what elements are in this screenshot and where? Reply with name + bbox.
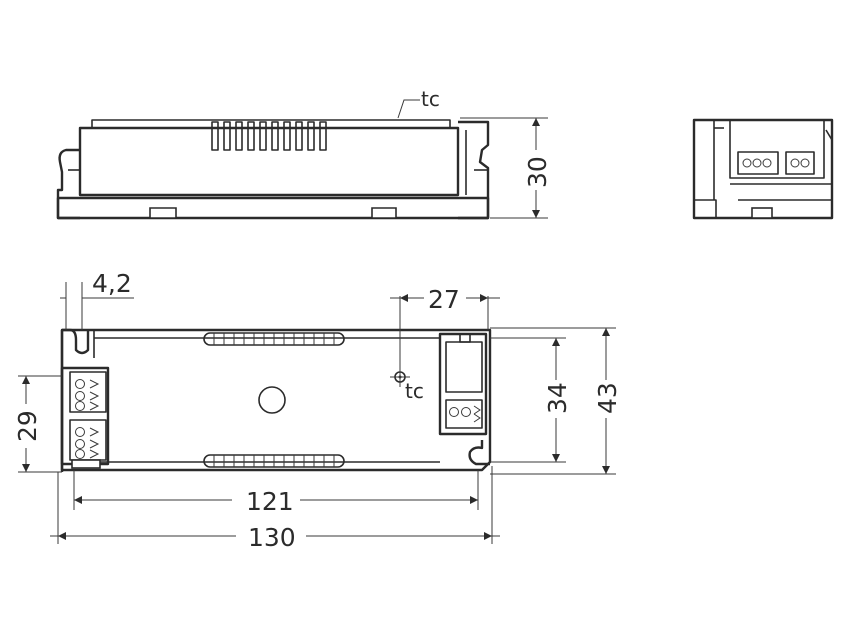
side-vent-slots xyxy=(211,121,327,151)
dim-hole-offset-4-2: 4,2 xyxy=(92,269,132,298)
tc-label-plan: tc xyxy=(405,379,424,403)
dim-depth-34: 34 xyxy=(543,382,572,414)
plan-vent-slots-top xyxy=(203,332,345,346)
dim-depth-43: 43 xyxy=(593,382,622,414)
dim-right-offset-27: 27 xyxy=(428,285,460,314)
side-view: tc 30 xyxy=(56,87,552,220)
dim-height-30: 30 xyxy=(523,156,552,188)
end-view xyxy=(692,118,834,220)
plan-vent-slots-bottom xyxy=(203,454,345,468)
dim-width-130: 130 xyxy=(248,523,296,552)
tc-label-top: tc xyxy=(421,87,440,111)
plan-view: tc 4,2 27 121 130 29 xyxy=(13,269,622,552)
dim-width-121: 121 xyxy=(246,487,294,516)
dim-depth-29: 29 xyxy=(13,410,42,442)
